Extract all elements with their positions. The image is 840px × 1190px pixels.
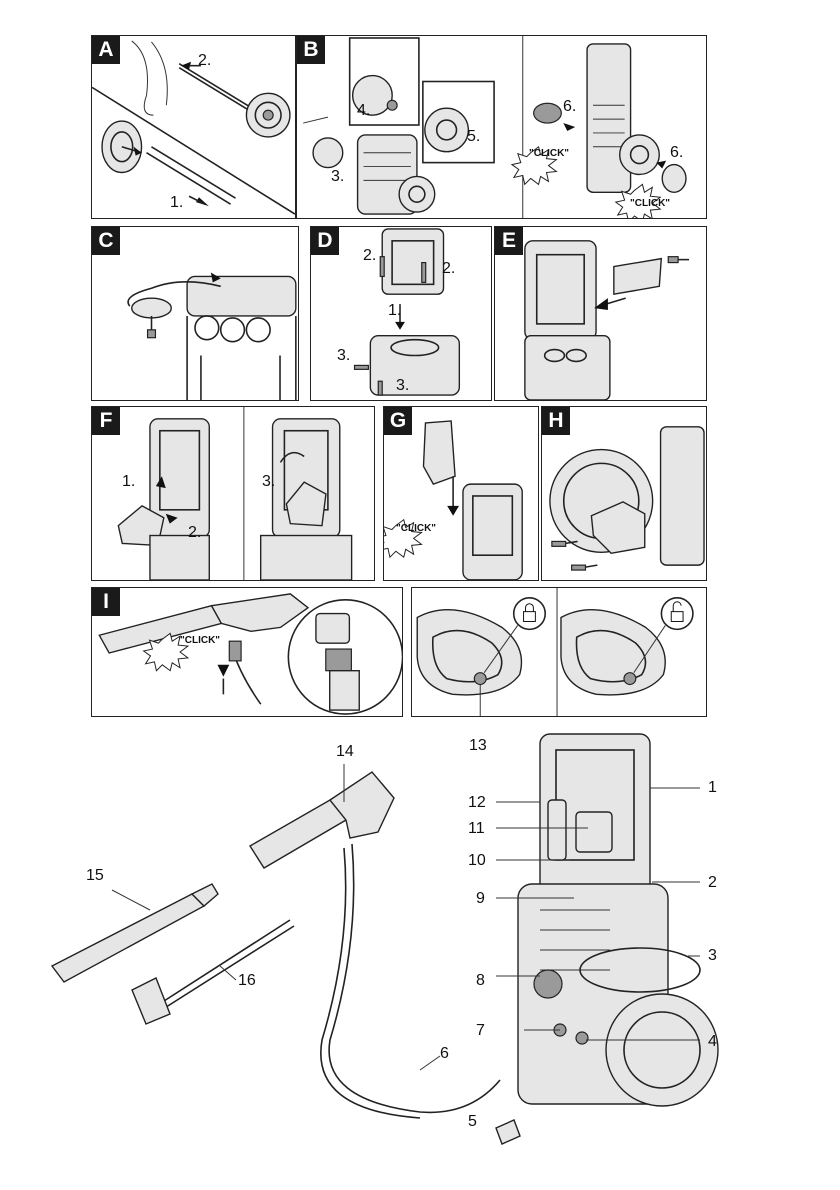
panel-e-illustration bbox=[524, 240, 689, 400]
wheel-icon-right bbox=[245, 92, 291, 138]
step-label: 1. bbox=[170, 194, 184, 211]
step-label: 3. bbox=[262, 473, 276, 490]
panel-d-tag: D bbox=[311, 227, 339, 255]
arrow-icon bbox=[210, 272, 221, 283]
callout-10: 10 bbox=[468, 852, 486, 869]
step-label: 6. bbox=[670, 144, 684, 161]
callout-8: 8 bbox=[476, 972, 485, 989]
panel-h-illustration bbox=[549, 426, 705, 571]
panel-a-tag: A bbox=[92, 36, 120, 64]
step-label: 2. bbox=[442, 260, 456, 277]
panel-i: I "CLICK" bbox=[91, 587, 403, 717]
callout-9: 9 bbox=[476, 890, 485, 907]
callout-3: 3 bbox=[708, 947, 717, 964]
panel-h: H bbox=[541, 406, 707, 581]
callout-leaders bbox=[111, 764, 700, 1071]
step-label: 2. bbox=[363, 247, 377, 264]
callout-11: 11 bbox=[468, 820, 485, 837]
panel-g-illustration bbox=[384, 420, 523, 580]
panel-i-tag: I bbox=[92, 588, 120, 616]
callout-2: 2 bbox=[708, 874, 717, 891]
callout-13: 13 bbox=[469, 737, 487, 754]
panel-lock bbox=[411, 587, 707, 717]
panel-b-tag: B bbox=[297, 36, 325, 64]
click-label: "CLICK" bbox=[529, 148, 570, 159]
lock-open-icon bbox=[660, 597, 694, 631]
arrow-icon bbox=[594, 298, 608, 311]
callout-15: 15 bbox=[86, 867, 104, 884]
step-label: 3. bbox=[337, 347, 351, 364]
panel-lock-illustration bbox=[416, 588, 694, 716]
click-label: "CLICK" bbox=[396, 523, 437, 534]
panel-a-illustration bbox=[92, 40, 295, 215]
click-label: "CLICK" bbox=[180, 635, 221, 646]
callout-1: 1 bbox=[708, 779, 717, 796]
step-label: 3. bbox=[396, 377, 410, 394]
panel-g-tag: G bbox=[384, 407, 412, 435]
panel-b-illustration bbox=[303, 36, 687, 218]
wheel-icon-left bbox=[101, 120, 143, 174]
callout-4: 4 bbox=[708, 1033, 717, 1050]
panel-a: A 1. 2. bbox=[91, 35, 296, 219]
callout-12: 12 bbox=[468, 794, 486, 811]
step-label: 2. bbox=[188, 524, 202, 541]
step-label: 1. bbox=[388, 302, 402, 319]
panel-f-illustration bbox=[117, 407, 353, 580]
panel-i-illustration bbox=[98, 593, 402, 715]
callout-16: 16 bbox=[238, 972, 256, 989]
step-label: 3. bbox=[331, 168, 345, 185]
callout-14: 14 bbox=[336, 743, 354, 760]
callout-5: 5 bbox=[468, 1113, 477, 1130]
panel-d: D 1. 2. 2. 3. 3. bbox=[310, 226, 492, 401]
step-label: 1. bbox=[122, 473, 136, 490]
panel-h-tag: H bbox=[542, 407, 570, 435]
panel-c-tag: C bbox=[92, 227, 120, 255]
callout-7: 7 bbox=[476, 1022, 485, 1039]
trigger-gun bbox=[249, 799, 348, 869]
panel-e: E bbox=[494, 226, 707, 401]
callout-6: 6 bbox=[440, 1045, 449, 1062]
wheel-icon bbox=[605, 993, 719, 1107]
panel-f: F 1. 2. 3. bbox=[91, 406, 375, 581]
panel-c: C bbox=[91, 226, 299, 401]
panel-c-illustration bbox=[127, 272, 297, 400]
arrow-icon bbox=[447, 505, 460, 516]
step-label: 5. bbox=[467, 128, 481, 145]
lock-closed-icon bbox=[512, 597, 547, 631]
panel-b: B 3. 4. 5. 6. 6. "CLICK" "CLICK" bbox=[296, 35, 707, 219]
panel-d-illustration bbox=[353, 228, 461, 396]
click-label: "CLICK" bbox=[630, 198, 671, 209]
step-label: 4. bbox=[357, 102, 371, 119]
main-illustration bbox=[50, 733, 719, 1145]
step-label: 6. bbox=[563, 98, 577, 115]
panel-g: G "CLICK" bbox=[383, 406, 539, 581]
step-label: 2. bbox=[198, 52, 212, 69]
arrow-icon bbox=[195, 197, 209, 207]
panel-f-tag: F bbox=[92, 407, 120, 435]
panel-e-tag: E bbox=[495, 227, 523, 255]
